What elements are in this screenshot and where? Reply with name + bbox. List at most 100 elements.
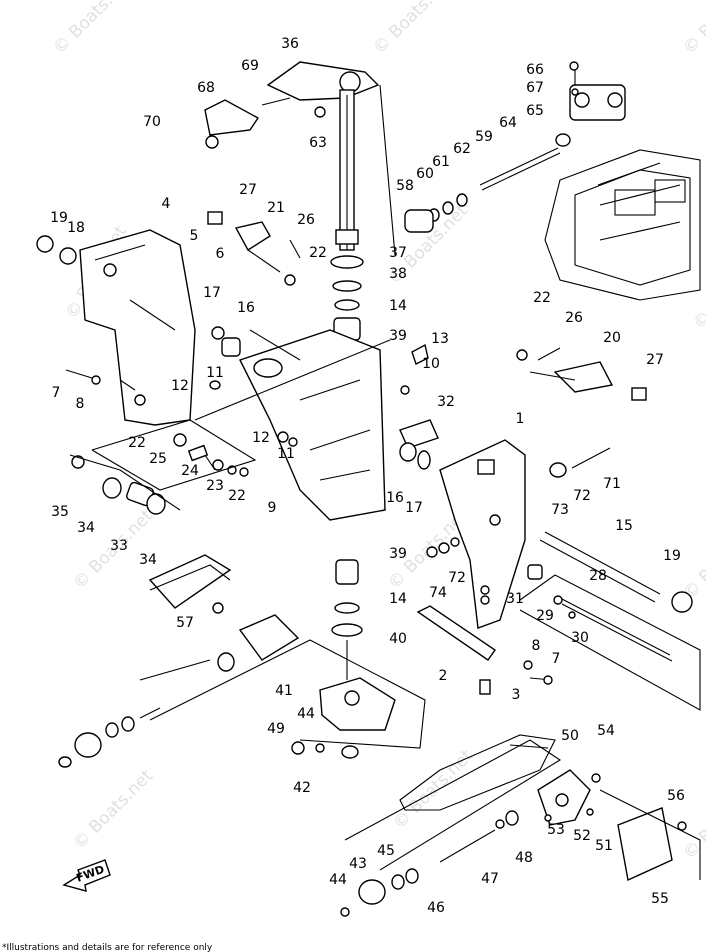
callout-17: 17 [203,285,221,301]
tilt-tube [527,531,693,613]
bushing-set [69,454,181,515]
callout-53: 53 [547,822,565,838]
callout-22: 22 [533,290,551,306]
callout-4: 4 [162,196,171,212]
callout-26: 26 [297,212,315,228]
callout-31: 31 [506,591,524,607]
callout-46: 46 [427,900,445,916]
lower-bushing-stack [331,559,363,680]
callout-50: 50 [561,728,579,744]
lower-mount-plate [416,605,496,695]
stern-bracket-right [399,439,611,629]
callout-67: 67 [526,80,544,96]
swivel-bracket-center [194,326,391,521]
callout-1: 1 [516,411,525,427]
watermark-text: © Boats.net [679,516,706,604]
callout-64: 64 [499,115,517,131]
callout-12: 12 [171,378,189,394]
engine-block-outline [544,149,701,301]
callout-28: 28 [589,568,607,584]
callout-29: 29 [536,608,554,624]
callout-51: 51 [595,838,613,854]
lower-bracket-group [537,769,701,882]
callout-21: 21 [267,200,285,216]
callout-27: 27 [646,352,664,368]
watermark-text: © Boats.net [689,246,706,334]
callout-61: 61 [432,154,450,170]
callout-25: 25 [149,451,167,467]
callout-71: 71 [603,476,621,492]
callout-19: 19 [50,210,68,226]
callout-6: 6 [216,246,225,262]
upper-bracket-parts [204,97,326,149]
callout-14: 14 [389,298,407,314]
callout-32: 32 [437,394,455,410]
link-rod-group [519,574,701,711]
tilt-lever-right [516,347,647,401]
callout-37: 37 [389,245,407,261]
callout-26: 26 [565,310,583,326]
callout-16: 16 [386,490,404,506]
callout-69: 69 [241,58,259,74]
callout-7: 7 [52,385,61,401]
callout-52: 52 [573,828,591,844]
callout-35: 35 [51,504,69,520]
bottom-mount-bolt [340,739,562,917]
callout-23: 23 [206,478,224,494]
callout-41: 41 [275,683,293,699]
callout-34: 34 [77,520,95,536]
steering-arm-assembly [266,61,396,363]
callout-11: 11 [277,446,295,462]
callout-47: 47 [481,871,499,887]
fwd-arrow-icon: FWD [62,859,111,892]
callout-74: 74 [429,585,447,601]
bolt-cluster-left [91,419,298,491]
watermark-text: © Boats.net [49,0,137,59]
callout-63: 63 [309,135,327,151]
watermark-text: © Boats.net [679,0,706,59]
callout-65: 65 [526,103,544,119]
callout-8: 8 [76,396,85,412]
callout-59: 59 [475,129,493,145]
callout-70: 70 [143,114,161,130]
callout-16: 16 [237,300,255,316]
callout-39: 39 [389,328,407,344]
callout-24: 24 [181,463,199,479]
callout-17: 17 [405,500,423,516]
callout-14: 14 [389,591,407,607]
callout-44: 44 [297,706,315,722]
callout-56: 56 [667,788,685,804]
callout-9: 9 [268,500,277,516]
callout-5: 5 [190,228,199,244]
callout-34: 34 [139,552,157,568]
callout-11: 11 [206,365,224,381]
callout-33: 33 [110,538,128,554]
left-mount-group [58,554,426,768]
callout-49: 49 [267,721,285,737]
watermark-text: © Boats.net [369,0,457,59]
callout-45: 45 [377,843,395,859]
callout-20: 20 [603,330,621,346]
stern-bracket-left [36,229,196,426]
small-link-parts [207,211,301,286]
callout-40: 40 [389,631,407,647]
callout-66: 66 [526,62,544,78]
callout-73: 73 [551,502,569,518]
callout-38: 38 [389,266,407,282]
callout-58: 58 [396,178,414,194]
callout-22: 22 [228,488,246,504]
callout-36: 36 [281,36,299,52]
callout-72: 72 [573,488,591,504]
callout-3: 3 [512,687,521,703]
callout-60: 60 [416,166,434,182]
grease-fitting-parts [400,343,429,395]
callout-30: 30 [571,630,589,646]
callout-55: 55 [651,891,669,907]
callout-13: 13 [431,331,449,347]
callout-22: 22 [309,245,327,261]
callout-72: 72 [448,570,466,586]
callout-68: 68 [197,80,215,96]
